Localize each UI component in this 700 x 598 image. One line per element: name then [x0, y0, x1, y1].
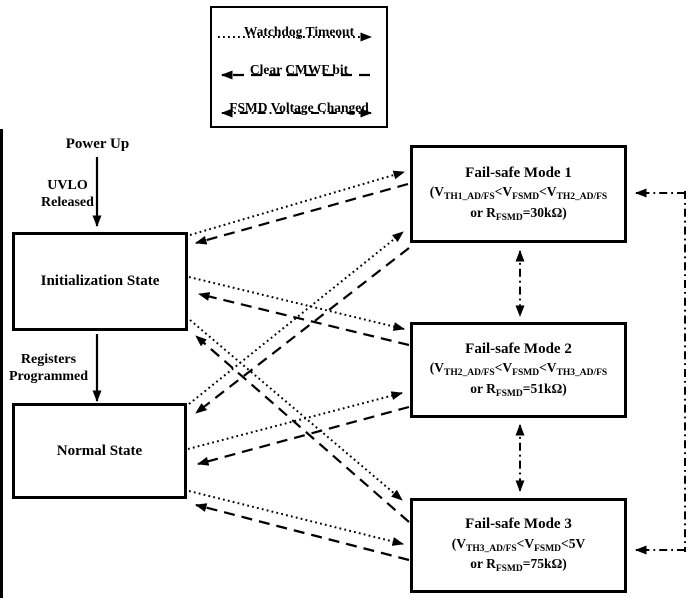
arrow-normal-to-mode1 [188, 231, 404, 405]
initialization-state-box: Initialization State [12, 232, 188, 331]
arrow-mode3-to-init [195, 335, 410, 523]
fail-safe-mode-1-title: Fail-safe Mode 1 [465, 164, 572, 181]
fail-safe-mode-2-box: Fail-safe Mode 2 (VTH2_AD/FS<VFSMD<VTH3_… [410, 322, 627, 418]
uvlo-released-line1: UVLO [47, 178, 88, 193]
registers-programmed-label: Registers Programmed [0, 351, 97, 385]
arrow-mode1-to-init [195, 182, 409, 245]
uvlo-released-line2: Released [41, 195, 94, 211]
arrow-init-to-mode1 [189, 170, 405, 236]
arrow-mode2-to-init [198, 292, 410, 347]
arrow-mode3-to-normal [195, 503, 410, 562]
fail-safe-mode-1-formula-1: (VTH1_AD/FS<VFSMD<VTH2_AD/FS [429, 184, 608, 203]
arrow-mode2-to-normal [197, 405, 410, 466]
fail-safe-mode-1-formula-2: or RFSMD=30kΩ) [470, 204, 567, 223]
fail-safe-mode-3-title: Fail-safe Mode 3 [465, 516, 572, 533]
initialization-state-label: Initialization State [40, 273, 160, 289]
registers-programmed-line2: Programmed [8, 369, 89, 385]
fail-safe-mode-3-box: Fail-safe Mode 3 (VTH3_AD/FS<VFSMD<5V or… [410, 498, 627, 593]
fail-safe-mode-1-box: Fail-safe Mode 1 (VTH1_AD/FS<VFSMD<VTH2_… [410, 145, 627, 243]
power-up-label: Power Up [65, 136, 130, 152]
legend-item-watchdog-timeout: Watchdog Timeout [243, 24, 355, 39]
fail-safe-mode-3-formula-1: (VTH3_AD/FS<VFSMD<5V [451, 535, 586, 554]
legend-item-fsmd-voltage-changed: FSMD Voltage Changed [229, 100, 369, 115]
fail-safe-mode-3-formula-2: or RFSMD=75kΩ) [470, 556, 567, 575]
normal-state-box: Normal State [12, 403, 187, 499]
arrow-normal-to-mode3 [188, 490, 404, 546]
uvlo-released-label: UVLO Released [20, 177, 115, 211]
fail-safe-mode-2-title: Fail-safe Mode 2 [465, 340, 572, 357]
registers-programmed-line1: Registers [20, 352, 77, 367]
arrow-mode1-to-normal [195, 247, 410, 414]
fail-safe-mode-2-formula-1: (VTH2_AD/FS<VFSMD<VTH3_AD/FS [429, 360, 608, 379]
normal-state-label: Normal State [56, 442, 143, 459]
arrow-init-to-mode2 [188, 276, 405, 331]
fail-safe-mode-2-formula-2: or RFSMD=51kΩ) [470, 380, 567, 399]
legend-box: Watchdog Timeout Clear CMWF bit FSMD Vol… [210, 6, 388, 128]
legend-item-clear-cmwf-bit: Clear CMWF bit [249, 62, 349, 77]
arrow-init-to-mode3 [189, 319, 403, 501]
